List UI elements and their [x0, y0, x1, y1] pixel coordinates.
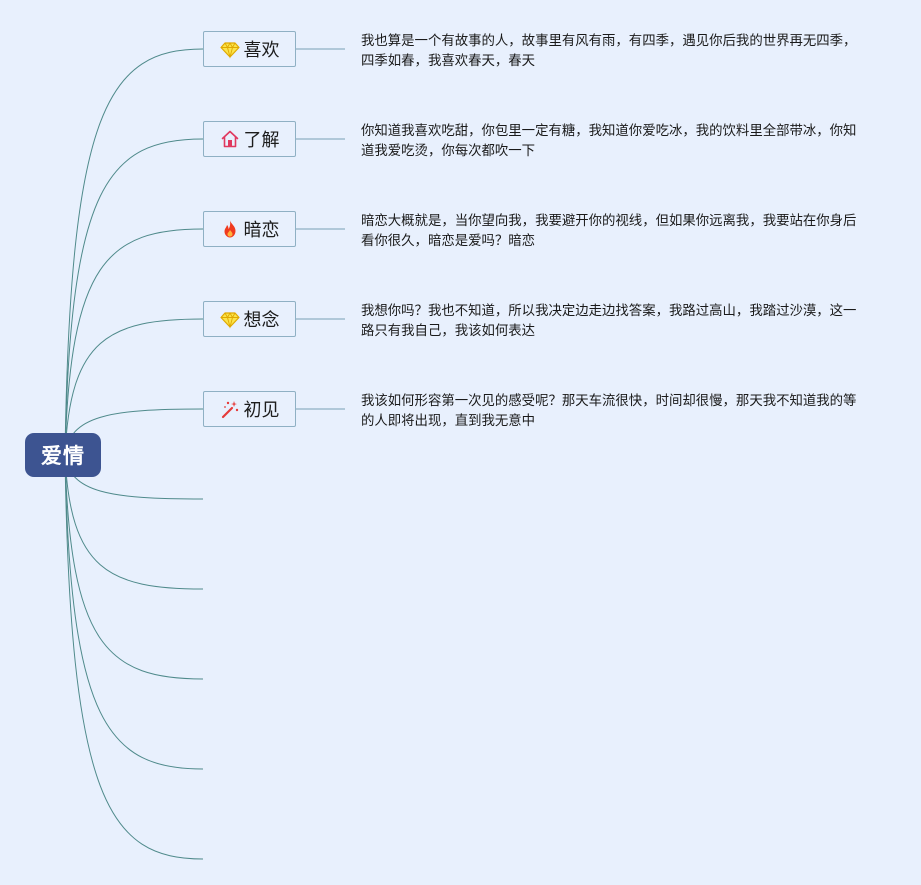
branch-topic-label: 喜欢 — [243, 40, 280, 61]
branch-connector — [64, 454, 204, 680]
root-topic[interactable]: 爱情 — [25, 433, 101, 477]
branch-topic-miss[interactable]: 想念 — [203, 301, 296, 337]
root-topic-label: 爱情 — [41, 444, 85, 468]
note-text: 你知道我喜欢吃甜，你包里一定有糖，我知道你爱吃冰，我的饮料里全部带冰，你知道我爱… — [361, 124, 857, 159]
house-icon — [220, 129, 240, 149]
branch-connector — [64, 48, 204, 456]
branch-topic-first-sight[interactable]: 初见 — [203, 391, 296, 427]
diamond-icon — [219, 309, 240, 329]
branch-connector — [64, 138, 204, 456]
note-text: 我也算是一个有故事的人，故事里有风有雨，有四季，遇见你后我的世界再无四季，四季如… — [361, 34, 857, 69]
note-text: 我想你吗？我也不知道，所以我决定边走边找答案，我路过高山，我踏过沙漠，这一路只有… — [361, 304, 857, 339]
magic-wand-icon — [220, 399, 240, 419]
note-text: 我该如何形容第一次见的感受呢？那天车流很快，时间却很慢，那天我不知道我的等的人即… — [361, 394, 857, 429]
branch-topic-label: 暗恋 — [243, 220, 280, 241]
branch-connector — [64, 454, 204, 770]
branch-topic-crush[interactable]: 暗恋 — [203, 211, 296, 247]
branch-topic-label: 初见 — [243, 400, 280, 421]
flame-icon — [220, 219, 240, 239]
note-text: 暗恋大概就是，当你望向我，我要避开你的视线，但如果你远离我，我要站在你身后看你很… — [361, 214, 857, 249]
branch-topic-label: 想念 — [243, 310, 280, 331]
branch-connector — [64, 228, 204, 456]
branch-connector — [64, 454, 204, 860]
branch-topic-understand[interactable]: 了解 — [203, 121, 296, 157]
branch-topic-label: 了解 — [243, 130, 280, 151]
diamond-icon — [219, 39, 240, 59]
branch-topic-like[interactable]: 喜欢 — [203, 31, 296, 67]
